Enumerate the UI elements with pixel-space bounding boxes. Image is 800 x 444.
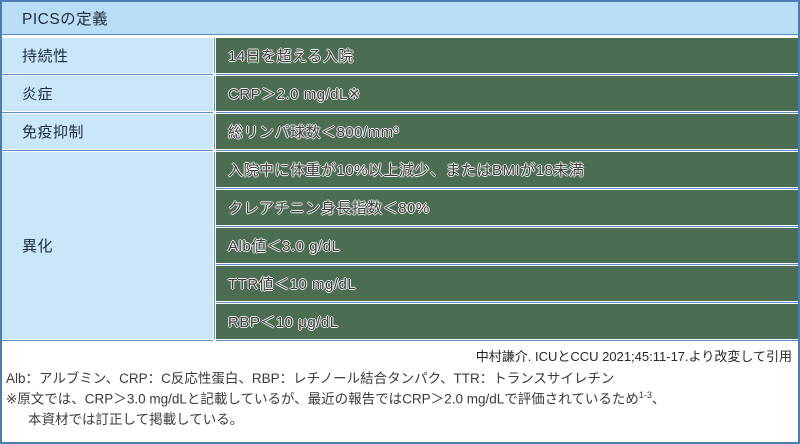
row-value-catabolism-ttr: TTR値＜10 mg/dL	[216, 266, 798, 301]
reference-superscript: 1-3	[638, 390, 652, 401]
row-label-catabolism: 異化	[2, 152, 213, 339]
pics-definition-table: 持続性 14日を超える入院 炎症 CRP＞2.0 mg/dL※ 免疫抑制 総リン…	[2, 38, 798, 339]
row-label-inflammation: 炎症	[2, 76, 213, 111]
correction-note-text: ※原文では、CRP＞3.0 mg/dLと記載しているが、最近の報告ではCRP＞2…	[6, 391, 639, 407]
footnotes: Alb：アルブミン、CRP：C反応性蛋白、RBP：レチノール結合タンパク、TTR…	[2, 365, 798, 430]
abbreviations-note: Alb：アルブミン、CRP：C反応性蛋白、RBP：レチノール結合タンパク、TTR…	[6, 371, 615, 386]
row-value-inflammation: CRP＞2.0 mg/dL※	[216, 76, 798, 111]
row-value-catabolism-creatinine: クレアチニン身長指数＜80%	[216, 190, 798, 225]
row-value-catabolism-rbp: RBP＜10 μg/dL	[216, 304, 798, 339]
row-value-persistence: 14日を超える入院	[216, 38, 798, 73]
row-value-catabolism-albumin: Alb値＜3.0 g/dL	[216, 228, 798, 263]
correction-note-comma: 、	[651, 391, 666, 407]
row-label-persistence: 持続性	[2, 38, 213, 73]
correction-note: ※原文では、CRP＞3.0 mg/dLと記載しているが、最近の報告ではCRP＞2…	[6, 389, 792, 410]
row-value-immunosuppression: 総リンパ球数＜800/mm³	[216, 114, 798, 149]
table-title: PICSの定義	[2, 2, 798, 35]
correction-note-line2: 本資材では訂正して掲載している。	[28, 412, 244, 427]
citation: 中村謙介. ICUとCCU 2021;45:11-17.より改変して引用	[475, 349, 792, 364]
row-label-immunosuppression: 免疫抑制	[2, 114, 213, 149]
row-value-catabolism-weight: 入院中に体重が10%以上減少、またはBMIが18未満	[216, 152, 798, 187]
